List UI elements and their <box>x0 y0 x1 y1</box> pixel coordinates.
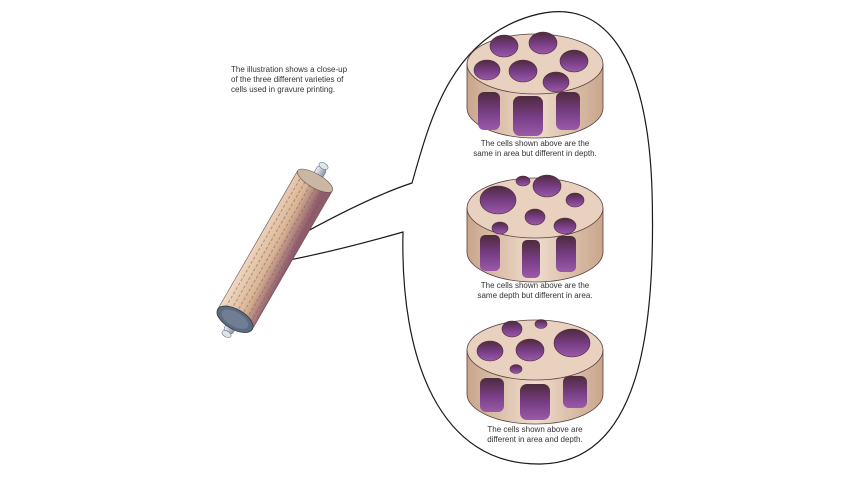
caption-line: same depth but different in area. <box>477 291 593 300</box>
caption-line: different in area and depth. <box>487 435 583 444</box>
gravure-roller <box>216 162 333 338</box>
caption-line: The cells shown above are the <box>480 139 590 148</box>
caption-line: The cells shown above are <box>487 425 583 434</box>
intro-line: The illustration shows a close-up <box>231 65 348 74</box>
caption-line: The cells shown above are the <box>480 281 590 290</box>
roller-top-end <box>297 168 333 193</box>
cells-cylinder-same-depth <box>466 174 604 283</box>
caption-line: same in area but different in depth. <box>473 149 597 158</box>
caption-area-and-depth: The cells shown above are different in a… <box>460 425 610 445</box>
intro-line: of the three different varieties of <box>231 75 344 84</box>
cells-cylinder-area-and-depth <box>466 319 604 425</box>
intro-text: The illustration shows a close-up of the… <box>231 65 381 95</box>
intro-line: cells used in gravure printing. <box>231 85 336 94</box>
caption-same-area: The cells shown above are the same in ar… <box>460 139 610 159</box>
cells-cylinder-same-area <box>466 31 604 139</box>
caption-same-depth: The cells shown above are the same depth… <box>460 281 610 301</box>
